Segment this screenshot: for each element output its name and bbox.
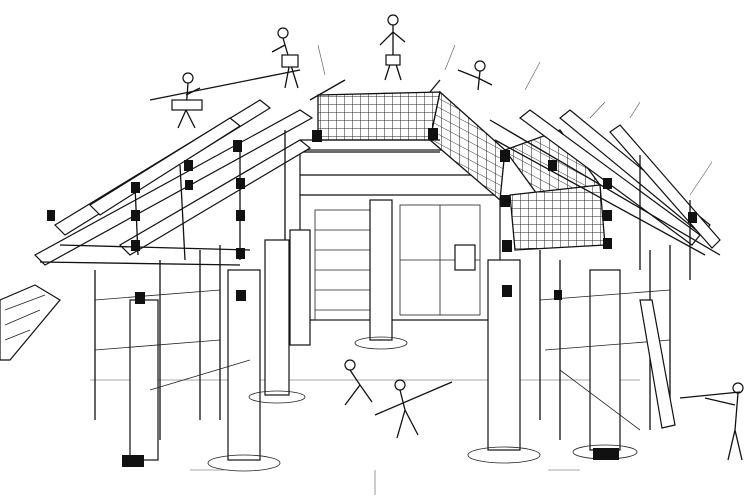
rear-wall [299, 149, 501, 321]
worker-figure-carrying-beam [171, 72, 203, 129]
worker-figure-roof-center [379, 14, 406, 81]
joint-blocks [47, 128, 697, 467]
left-roof-frame [34, 69, 314, 266]
worker-figures [171, 14, 744, 461]
label-leaders [190, 44, 713, 495]
right-roof [489, 109, 721, 280]
worker-figure-right-edge [679, 382, 744, 461]
scaffolding [0, 245, 676, 440]
worker-figure-roof-left [271, 27, 299, 89]
worker-figure-roof-right [457, 60, 493, 91]
worker-figure-ground-center [344, 359, 453, 439]
